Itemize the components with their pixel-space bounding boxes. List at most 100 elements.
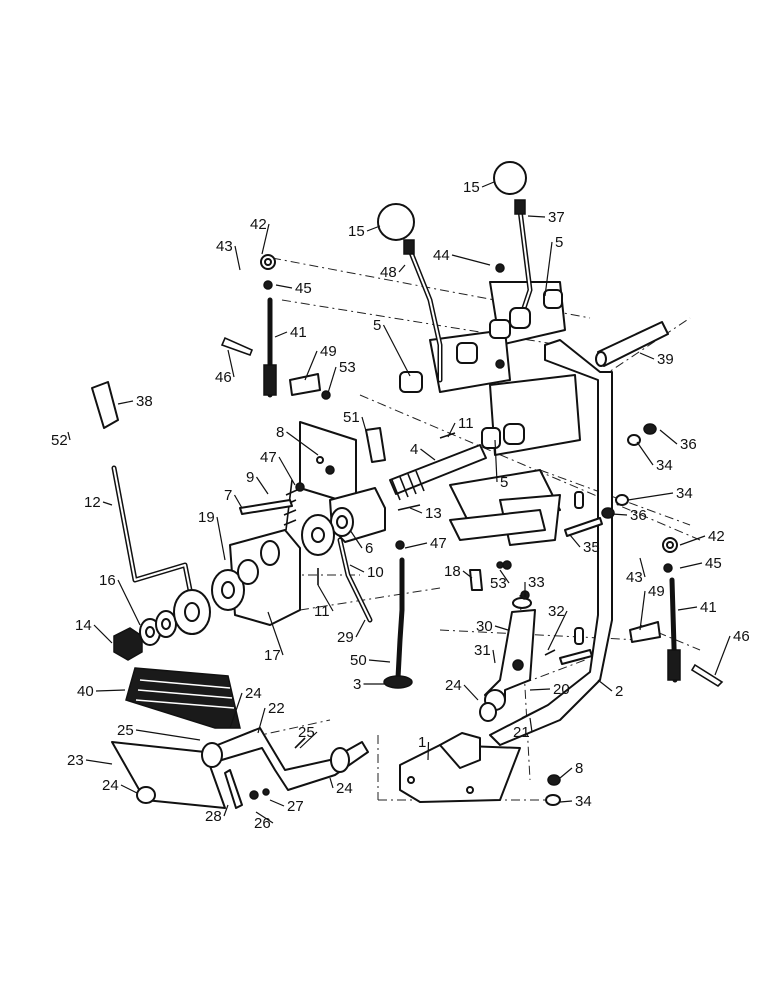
leader-line-42b	[679, 535, 706, 546]
foot-pedal-upper	[125, 667, 241, 729]
callout-40: 40	[77, 683, 94, 700]
callout-8b: 8	[575, 760, 583, 777]
callout-43b: 43	[626, 569, 643, 586]
callout-30: 30	[476, 618, 493, 635]
retaining-clips	[220, 336, 724, 688]
leader-line-31	[492, 649, 496, 664]
callout-22: 22	[268, 700, 285, 717]
leader-line-9	[256, 476, 269, 495]
leader-line-21	[529, 717, 533, 733]
callout-11b: 11	[314, 603, 330, 620]
leader-line-38	[117, 400, 134, 405]
callout-16: 16	[99, 572, 116, 589]
callout-27: 27	[287, 798, 304, 815]
leader-line-32	[547, 610, 568, 651]
callout-24a: 24	[445, 677, 462, 694]
callout-15b: 15	[463, 179, 480, 196]
leader-line-46b	[714, 635, 731, 676]
callout-23: 23	[67, 752, 84, 769]
callout-24b: 24	[245, 685, 262, 702]
leader-line-26	[255, 811, 274, 824]
leader-line-5a	[544, 241, 553, 297]
leader-line-28	[223, 804, 229, 817]
pedal-shaft	[201, 727, 369, 791]
shift-shaft	[389, 444, 487, 501]
leader-line-52	[67, 431, 71, 441]
callout-46b: 46	[733, 628, 750, 645]
leader-line-35	[569, 534, 581, 548]
callout-36a: 36	[680, 436, 697, 453]
selector-housing	[301, 487, 386, 556]
callout-6: 6	[365, 540, 373, 557]
callout-5c: 5	[500, 474, 508, 491]
leader-line-5b	[382, 324, 411, 377]
leader-line-48	[398, 264, 406, 273]
leader-line-8a	[286, 431, 319, 456]
leader-line-6	[349, 529, 363, 549]
leader-line-17	[267, 611, 284, 656]
leader-line-14	[93, 624, 113, 644]
shift-lever-right	[514, 199, 533, 323]
callout-5a: 5	[555, 234, 563, 251]
leader-line-45b	[679, 562, 703, 569]
leader-line-2	[597, 679, 613, 692]
callout-15a: 15	[348, 223, 365, 240]
leader-line-22	[257, 707, 266, 734]
leader-line-15a	[366, 225, 381, 232]
gear-lever	[91, 381, 193, 593]
callout-38: 38	[136, 393, 153, 410]
leader-line-13	[409, 507, 423, 514]
pedal-lever	[484, 597, 536, 711]
callout-29: 29	[337, 629, 354, 646]
callout-19: 19	[198, 509, 215, 526]
leader-line-36b	[611, 513, 628, 516]
callout-4: 4	[410, 441, 418, 458]
bolts	[239, 427, 603, 665]
leader-line-15b	[481, 181, 495, 188]
leader-line-53b	[499, 569, 510, 584]
leader-line-44	[451, 254, 491, 266]
callout-10: 10	[367, 564, 384, 581]
callout-5b: 5	[373, 317, 381, 334]
pins	[294, 432, 556, 749]
callout-49a: 49	[320, 343, 337, 360]
leader-line-11a	[447, 422, 456, 438]
leader-line-46a	[227, 349, 235, 378]
leader-line-41a	[274, 331, 288, 338]
leader-line-12	[102, 501, 113, 506]
leader-line-53a	[327, 366, 337, 394]
callout-21: 21	[513, 724, 530, 741]
linkage-rod-right	[662, 537, 681, 683]
support-bracket	[489, 339, 613, 746]
leader-line-34c	[559, 800, 573, 803]
callout-32: 32	[548, 603, 565, 620]
mounting-plate	[299, 421, 357, 506]
leader-line-34b	[627, 492, 674, 501]
callout-47a: 47	[260, 449, 277, 466]
shift-knob-right	[493, 161, 527, 195]
shift-knob-left	[377, 203, 415, 241]
base-plate	[399, 732, 521, 803]
linkage-rod-upper	[260, 254, 277, 398]
leader-line-43b	[639, 557, 646, 578]
leader-line-49b	[639, 590, 646, 631]
leader-line-49a	[304, 350, 318, 381]
callout-50: 50	[350, 652, 367, 669]
leader-line-29	[355, 619, 366, 638]
nuts-washers	[263, 263, 673, 806]
leader-line-50	[368, 659, 391, 663]
callout-33: 33	[528, 574, 545, 591]
callout-53b: 53	[490, 575, 507, 592]
callout-49b: 49	[648, 583, 665, 600]
leader-line-11b	[317, 584, 334, 612]
callout-3: 3	[353, 676, 361, 693]
callout-14: 14	[75, 617, 92, 634]
callout-26: 26	[254, 815, 271, 832]
callout-13: 13	[425, 505, 442, 522]
callout-44: 44	[433, 247, 450, 264]
leader-line-24d	[329, 777, 334, 789]
callout-45b: 45	[705, 555, 722, 572]
leader-line-25a	[135, 729, 201, 741]
callout-28: 28	[205, 808, 222, 825]
callout-17: 17	[264, 647, 281, 664]
